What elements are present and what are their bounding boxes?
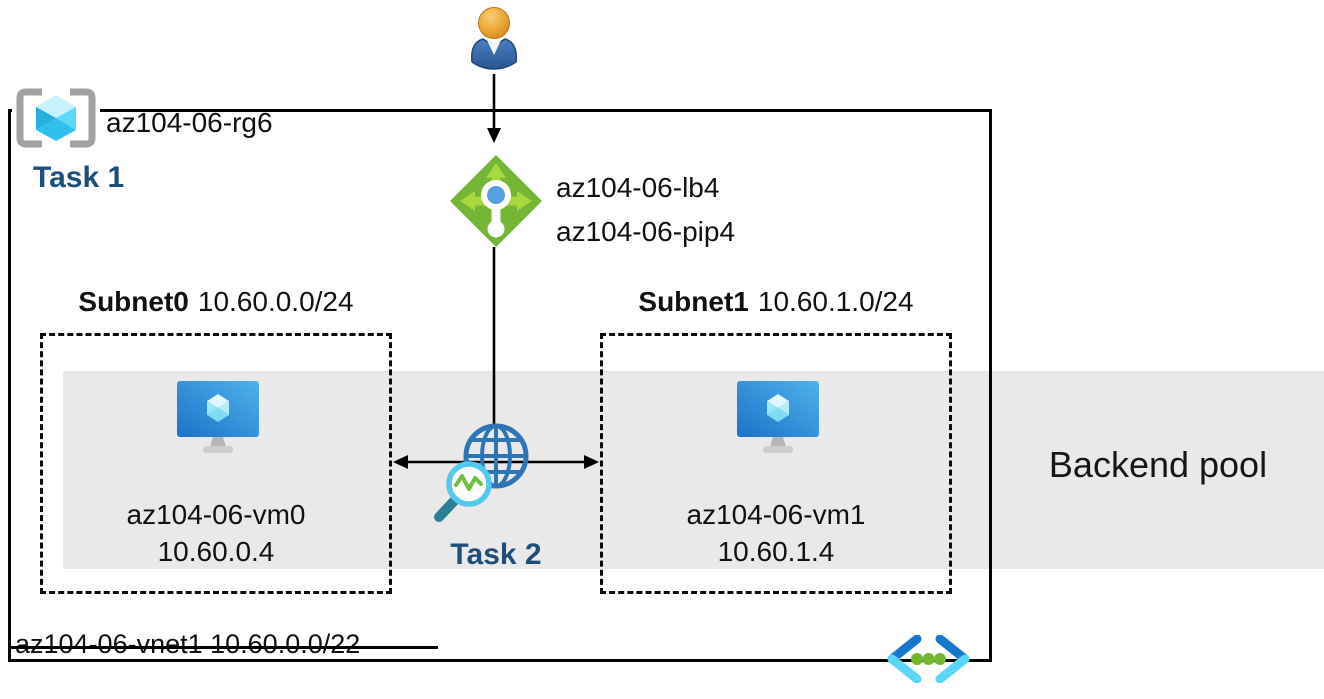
subnet0-cidr: 10.60.0.0/24 xyxy=(197,286,354,317)
globe-magnifier-icon xyxy=(434,423,529,522)
user-icon xyxy=(470,7,518,70)
subnet1-cidr: 10.60.1.0/24 xyxy=(757,286,914,317)
magnifier-lens xyxy=(446,461,492,507)
resource-group-icon xyxy=(12,86,100,150)
resource-group-box xyxy=(8,109,992,662)
pulse-line xyxy=(454,474,483,491)
load-balancer-icon xyxy=(450,155,542,247)
vm1-icon xyxy=(737,381,819,453)
cube-glyph xyxy=(36,95,76,141)
task1-label: Task 1 xyxy=(33,161,125,194)
public-ip-name: az104-06-pip4 xyxy=(556,216,736,247)
backend-pool-band xyxy=(63,371,1324,569)
vnet-icon xyxy=(887,635,970,683)
resource-group-label: az104-06-rg6 xyxy=(106,107,273,138)
magnifier-handle xyxy=(434,495,460,522)
backend-pool-label: Backend pool xyxy=(1048,444,1268,485)
vm0-ip: 10.60.0.4 xyxy=(157,536,275,567)
subnet1-box xyxy=(600,333,952,594)
vnet-label-strikethrough xyxy=(8,646,438,649)
vm0-name: az104-06-vm0 xyxy=(126,499,306,530)
vm1-name: az104-06-vm1 xyxy=(686,499,866,530)
task2-label: Task 2 xyxy=(450,538,542,571)
load-balancer-name: az104-06-lb4 xyxy=(556,172,720,203)
subnet0-label: Subnet0 10.60.0.0/24 xyxy=(40,286,392,318)
load-balancer-labels: az104-06-lb4 az104-06-pip4 xyxy=(556,166,735,254)
vnet-label: az104-06-vnet1 10.60.0.0/22 xyxy=(15,629,361,659)
subnet1-label: Subnet1 10.60.1.0/24 xyxy=(600,286,952,318)
subnet0-box xyxy=(40,333,392,594)
vm0-icon xyxy=(177,381,259,453)
vm1-ip: 10.60.1.4 xyxy=(717,536,835,567)
subnet0-name: Subnet0 xyxy=(78,286,189,317)
subnet1-name: Subnet1 xyxy=(638,286,749,317)
